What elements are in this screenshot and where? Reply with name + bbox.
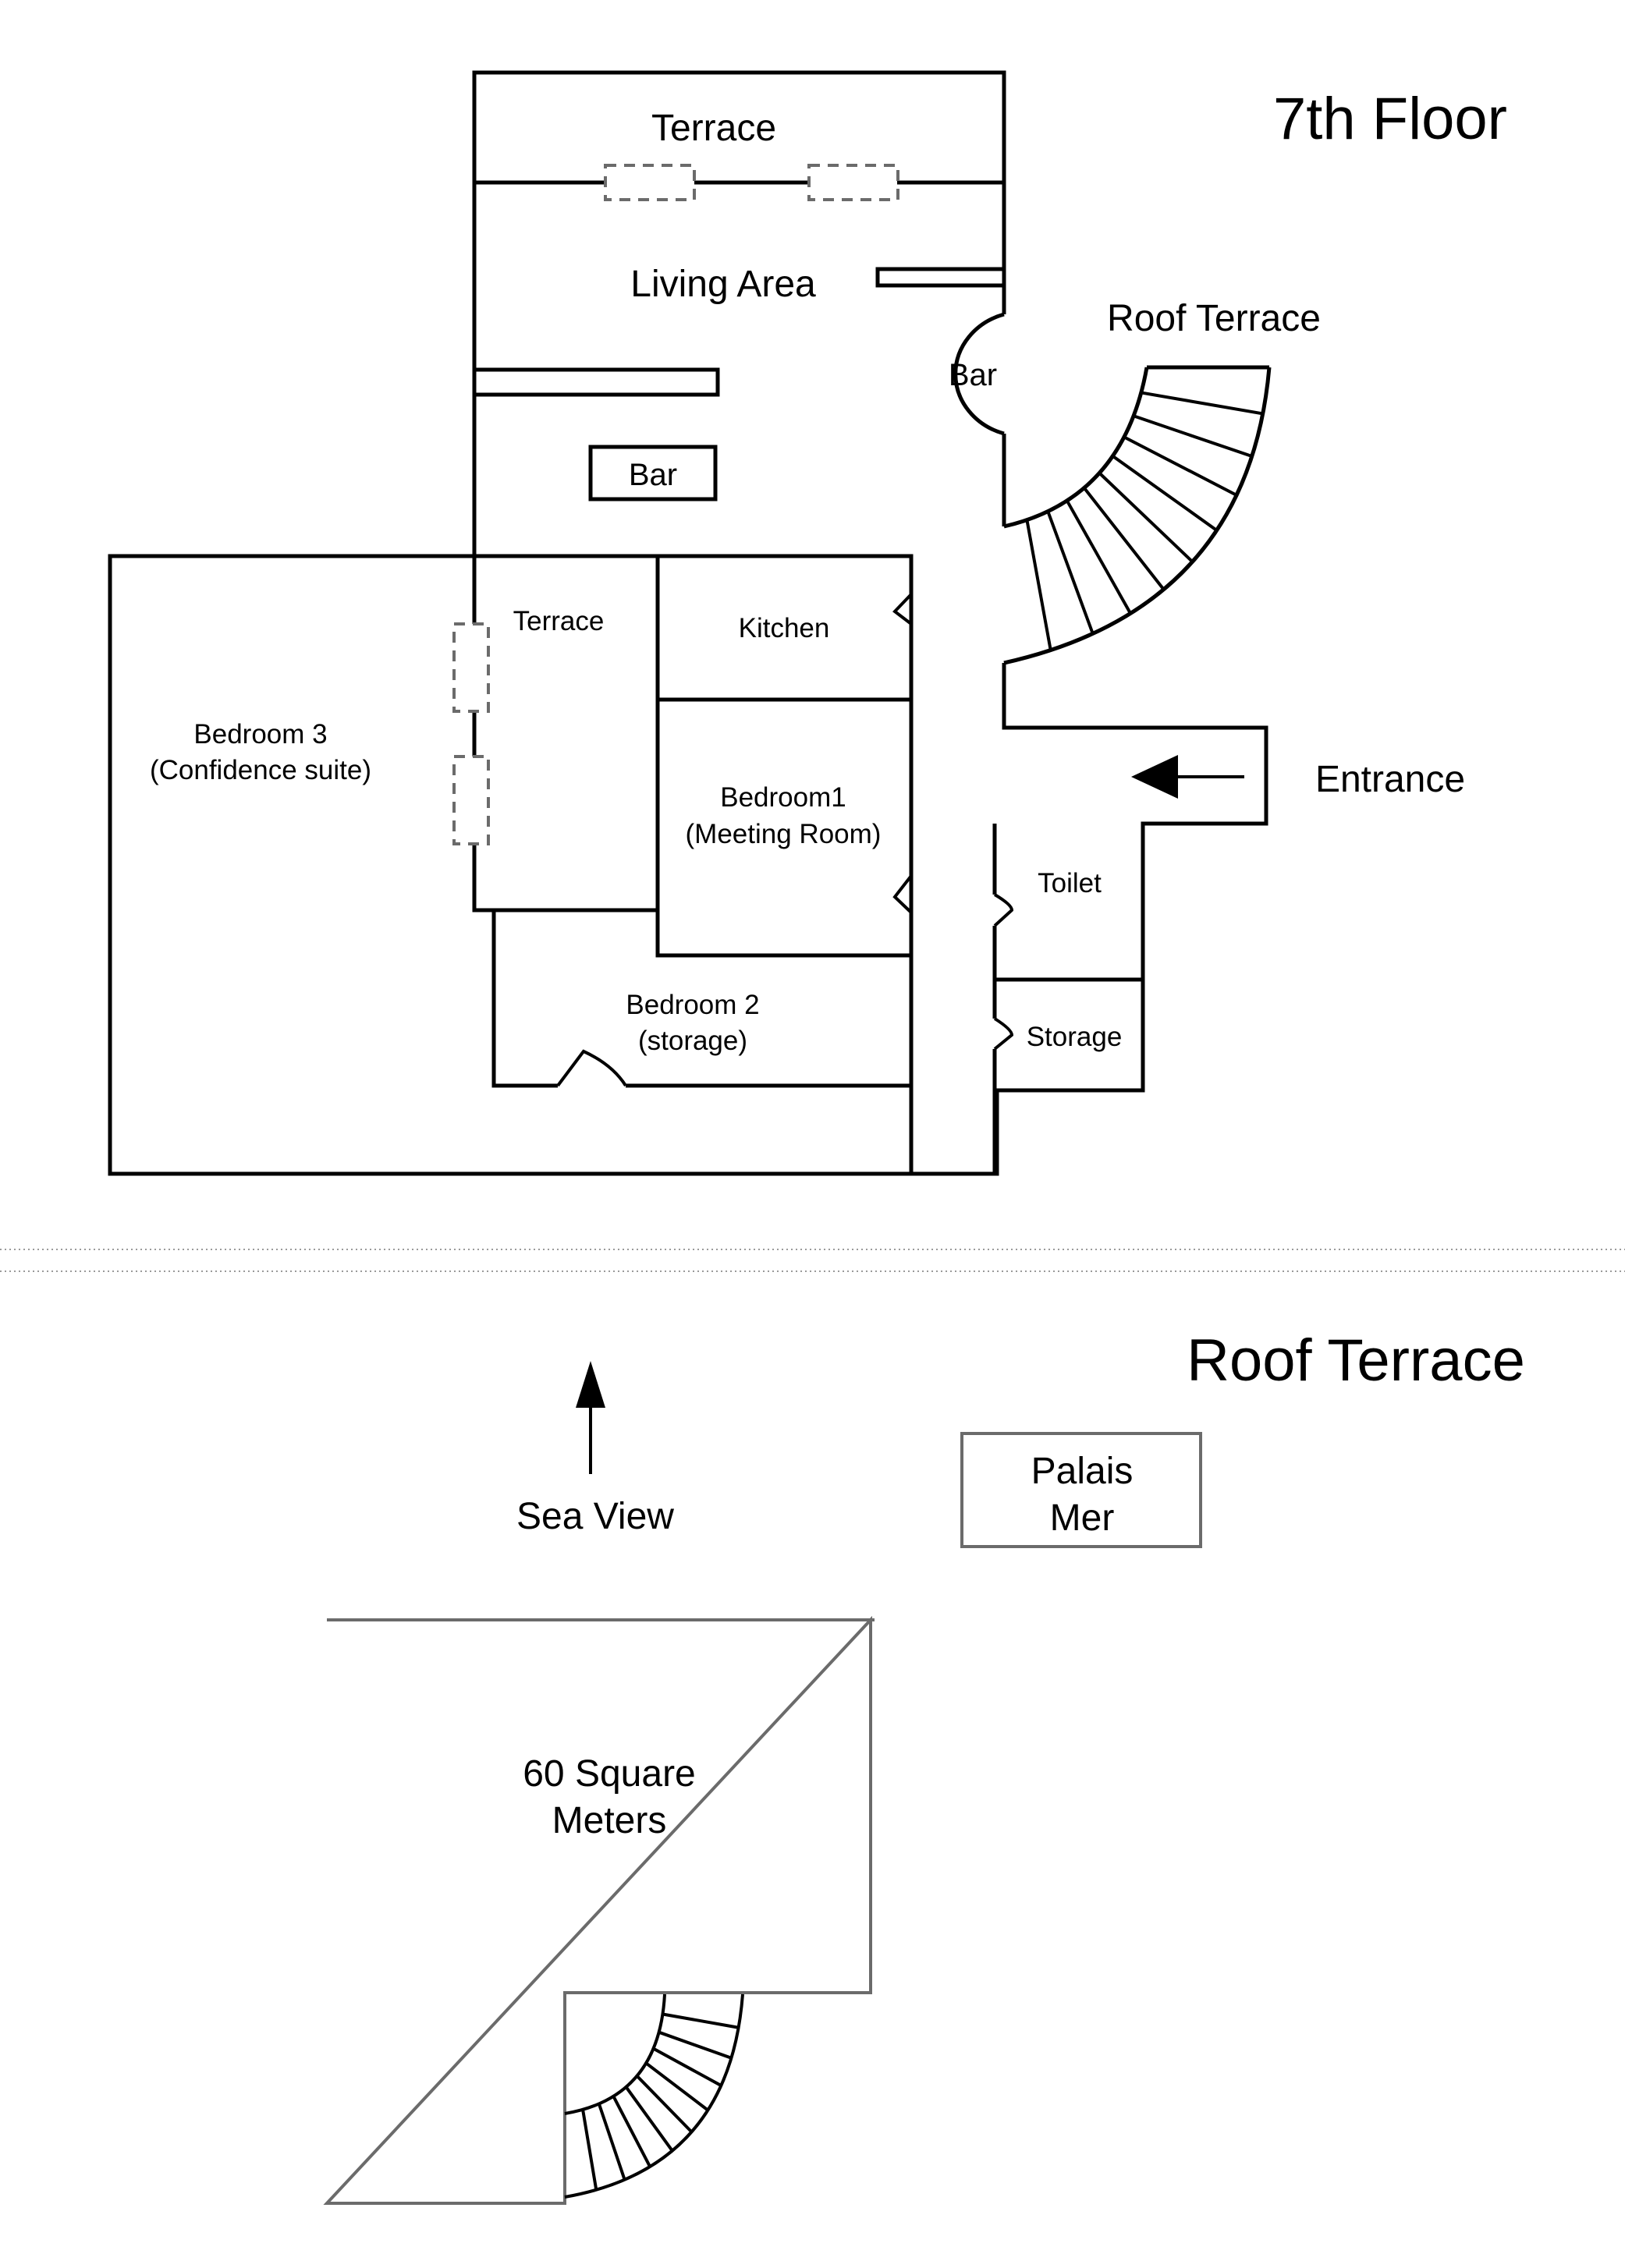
bedroom2-door (556, 1049, 627, 1087)
bedroom2-walls (491, 910, 911, 1088)
label-entrance: Entrance (1315, 759, 1465, 800)
stair-tread (1123, 435, 1237, 497)
sea-view-arrow-icon (576, 1361, 605, 1474)
stair-inner-arc (1003, 367, 1149, 529)
roof-terrace-plan: Roof Terrace Sea View Palais Mer 60 Squa… (323, 1327, 1525, 2205)
kitchen-walls (655, 556, 911, 958)
label-bedroom3-sub: (Confidence suite) (150, 755, 371, 785)
label-bedroom1-sub: (Meeting Room) (686, 819, 882, 849)
stair-tread (612, 2095, 651, 2167)
toilet-door (993, 893, 1014, 927)
stair-tread (624, 2085, 674, 2152)
bar-rect (588, 445, 718, 501)
stair-tread (658, 2030, 733, 2060)
spiral-staircase (1003, 365, 1272, 665)
label-toilet: Toilet (1038, 868, 1102, 898)
stair-tread (1065, 499, 1132, 615)
terrace-door-2 (807, 164, 899, 201)
floor-title: 7th Floor (1273, 86, 1507, 152)
label-storage: Storage (1027, 1022, 1123, 1052)
stair-tread (597, 2103, 626, 2181)
stair-tread (1133, 414, 1253, 458)
label-bar-round: Bar (949, 358, 997, 392)
storage-door (993, 1017, 1014, 1051)
label-area: 60 Square (523, 1753, 696, 1795)
stair-tread (652, 2047, 722, 2087)
stair-tread (1046, 510, 1095, 635)
side-terrace-door-1 (452, 622, 490, 713)
label-terrace-side: Terrace (513, 606, 605, 636)
stair-tread (1112, 455, 1218, 532)
stair-tread (581, 2109, 598, 2191)
label-roof-terrace-stairs: Roof Terrace (1107, 298, 1321, 339)
label-kitchen: Kitchen (739, 613, 830, 643)
label-bedroom2: Bedroom 2 (626, 990, 759, 1020)
living-area-walls (472, 70, 1006, 558)
lower-block-top-wall (474, 554, 914, 1174)
entrance-arrow-icon (1131, 755, 1244, 799)
roof-spiral-staircase (564, 1993, 744, 2199)
kitchen-door (892, 593, 913, 625)
label-bedroom3: Bedroom 3 (193, 719, 327, 750)
label-mer: Mer (1050, 1497, 1115, 1539)
stair-tread (1098, 472, 1194, 563)
seventh-floor-plan: 7th Floor Terrace Living Area Bar Bar Ro… (108, 70, 1507, 1176)
stair-tread (662, 2012, 740, 2029)
label-area-unit: Meters (552, 1800, 667, 1841)
counter-slab-right (875, 267, 1004, 288)
counter-slab-left (472, 367, 720, 397)
stair-tread (644, 2061, 709, 2112)
bar-round (953, 312, 1005, 436)
label-palais: Palais (1031, 1451, 1134, 1492)
side-terrace-door-2 (452, 755, 490, 845)
label-living-area: Living Area (630, 264, 816, 305)
terrace-door-1 (604, 164, 696, 201)
stair-tread (1083, 487, 1166, 590)
label-bedroom2-sub: (storage) (638, 1026, 747, 1056)
palais-mer-box (960, 1432, 1202, 1548)
label-bar-rect: Bar (629, 458, 677, 492)
label-sea-view: Sea View (516, 1496, 674, 1537)
roof-terrace-outline (323, 1615, 875, 2205)
stair-tread (1025, 519, 1052, 650)
label-bedroom1: Bedroom1 (720, 782, 846, 813)
bedroom1-door (892, 874, 913, 914)
stair-treads (1025, 391, 1264, 650)
roof-title: Roof Terrace (1187, 1327, 1525, 1394)
roof-stair-treads (581, 2012, 740, 2191)
stair-tread (636, 2075, 693, 2133)
label-terrace-top: Terrace (651, 108, 776, 149)
lower-block-outline (108, 554, 1268, 1176)
stair-tread (1141, 391, 1264, 416)
toilet-storage-walls (992, 824, 1143, 1174)
